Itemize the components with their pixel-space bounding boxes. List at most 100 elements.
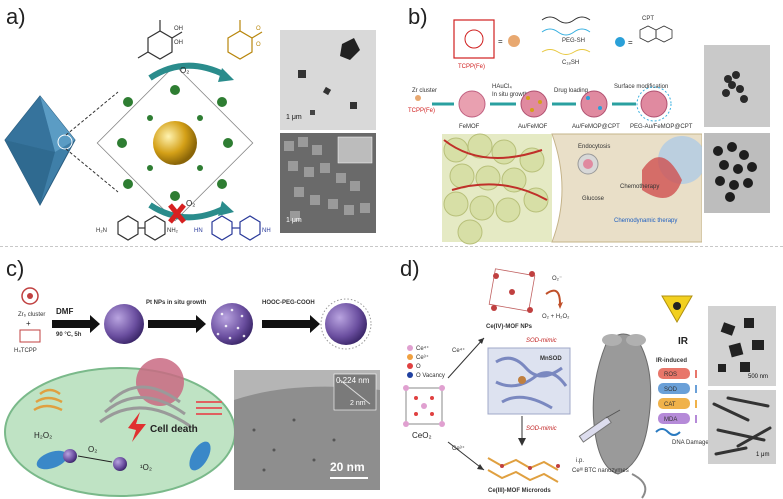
svg-text:Surface modification: Surface modification [614,84,668,90]
nucleus [136,358,184,406]
oxtmb-molecule [211,215,261,241]
svg-text:Chemotherapy: Chemotherapy [620,184,659,190]
svg-text:H₂N: H₂N [96,228,107,234]
red-cross-icon [168,203,186,224]
svg-text:IR-induced: IR-induced [656,358,687,364]
svg-text:O: O [416,364,421,370]
svg-text:Ce⁴⁺: Ce⁴⁺ [416,345,429,352]
syringe-icon [578,409,621,443]
lightning-icon [128,412,146,442]
svg-text:NH: NH [262,228,271,234]
sem-image-a: 1 μm [280,133,376,233]
hrtem-image: 0.224 nm 2 nm 20 nm [234,370,380,490]
svg-text:PEG-Au/FeMOP@CPT: PEG-Au/FeMOP@CPT [630,124,693,130]
dna-icon [655,428,681,436]
panel-c: c) Zr₆ cluster + H₄TCPP DMF 90 °C, 5h Pt… [0,252,392,499]
cpt-sphere-icon [615,37,625,47]
lattice-label: 0.224 nm [336,376,370,385]
catechol-molecule [137,20,183,60]
svg-text:Ce³⁺: Ce³⁺ [452,445,465,452]
svg-text:MnSOD: MnSOD [540,356,562,362]
svg-text:O₂: O₂ [88,445,97,454]
peg-particle [640,90,668,118]
tem-image-d-top: 500 nm [708,306,776,386]
panel-d: d) Ce⁴⁺ Ce³⁺ O O Vacancy CeO₂ Ce⁴⁺ Ce³⁺ … [392,252,783,499]
svg-text:Zr cluster: Zr cluster [412,88,437,94]
svg-text:+: + [26,319,31,328]
oxidation-arrow [148,62,227,81]
cancer-cell [551,133,702,243]
tcpp-structure [453,19,495,59]
aufemof-particle [520,90,548,118]
panel-a-label: a) [6,4,26,29]
peg-pt-mof-sphere [325,303,367,345]
mitochondrion-left [36,450,68,470]
panel-d-label: d) [400,256,420,281]
svg-text:IR: IR [678,336,689,347]
femof-particle [458,90,486,118]
svg-text:Chemodynamic therapy: Chemodynamic therapy [614,218,677,224]
svg-text:H₄TCPP: H₄TCPP [14,348,37,354]
panel-c-label: c) [6,256,25,281]
panel-b-scheme: TCPP(Fe) = PEG-SH C₁₈SH = CPT Zr cluster… [408,16,702,245]
svg-text:H₂O₂: H₂O₂ [34,431,52,440]
svg-text:Glucose: Glucose [582,196,605,202]
svg-text:90 °C, 5h: 90 °C, 5h [56,332,82,338]
effect-bars [658,368,697,424]
zr-cluster-icon [21,287,39,305]
gold-nanoparticle [153,121,197,165]
panel-c-scheme: Zr₆ cluster + H₄TCPP DMF 90 °C, 5h Pt NP… [4,287,372,497]
golgi-apparatus [33,388,63,412]
svg-text:=: = [628,38,633,47]
svg-text:C₁₈SH: C₁₈SH [562,60,579,66]
svg-text:HN: HN [194,228,203,234]
legend: Ce⁴⁺ Ce³⁺ O O Vacancy [407,345,445,379]
endoplasmic-reticulum [99,385,191,428]
svg-text:TCPP(Fe): TCPP(Fe) [408,108,435,114]
svg-text:HOOC-PEG-COOH: HOOC-PEG-COOH [262,300,315,306]
svg-text:Pt NPs in situ growth: Pt NPs in situ growth [146,300,207,306]
scale-bar-top: 1 μm [286,114,302,121]
cell-death-label: Cell death [150,424,198,435]
sem-image-d-bottom: 1 μm [708,390,776,464]
svg-text:Ce(IV)-MOF NPs: Ce(IV)-MOF NPs [486,324,533,330]
mof-octahedron [4,95,76,207]
radiation-icon [661,295,693,324]
panel-b: b) TCPP(Fe) = PEG-SH C₁₈SH = CPT Zr clus… [392,0,783,245]
svg-text:O: O [256,42,261,48]
o2-bottom-label: O₂ [186,199,195,208]
svg-text:Ceᴵᴵᴵ BTC nanozymes: Ceᴵᴵᴵ BTC nanozymes [572,467,629,474]
tumor-tissue [442,133,552,245]
tmb-molecule [117,215,166,241]
svg-text:Endocytosis: Endocytosis [578,144,610,150]
svg-text:CPT: CPT [642,16,654,22]
aufemof-cpt-particle [580,90,608,118]
mouse-illustration [592,333,652,499]
lattice-scale: 2 nm [350,400,366,407]
tem-image-a: 1 μm [280,30,376,130]
ce4-mof-structure [488,268,536,313]
ce3-mof-structure [487,457,560,483]
panel-a: a) [0,0,392,245]
svg-text:Ce(III)-MOF Microrods: Ce(III)-MOF Microrods [488,488,551,494]
ceo2-lattice [403,385,445,427]
svg-text:O₂⁻: O₂⁻ [552,276,562,282]
svg-text:CeO₂: CeO₂ [412,431,432,440]
svg-text:O Vacancy: O Vacancy [416,373,445,379]
svg-text:Au/FeMOF: Au/FeMOF [518,124,548,130]
svg-text:OH: OH [174,40,183,46]
mof-framework [96,64,254,222]
scale-bar-20nm: 20 nm [330,460,365,474]
svg-text:SOD-mimic: SOD-mimic [526,426,557,432]
svg-text:DNA Damage: DNA Damage [672,440,709,446]
section-divider [0,246,783,247]
svg-text:Ce⁴⁺: Ce⁴⁺ [452,347,465,354]
svg-text:SOD-mimic: SOD-mimic [526,338,557,344]
svg-text:O: O [256,26,261,32]
svg-text:Drug loading: Drug loading [554,88,588,94]
svg-text:PEG-SH: PEG-SH [562,38,585,44]
panel-a-scheme: OH OH O O O₂ O₂ H₂N NH₂ HN NH [4,20,271,241]
mitochondrion-right [189,441,211,471]
o2-top-label: O₂ [180,66,189,75]
svg-text:SOD: SOD [664,387,678,393]
